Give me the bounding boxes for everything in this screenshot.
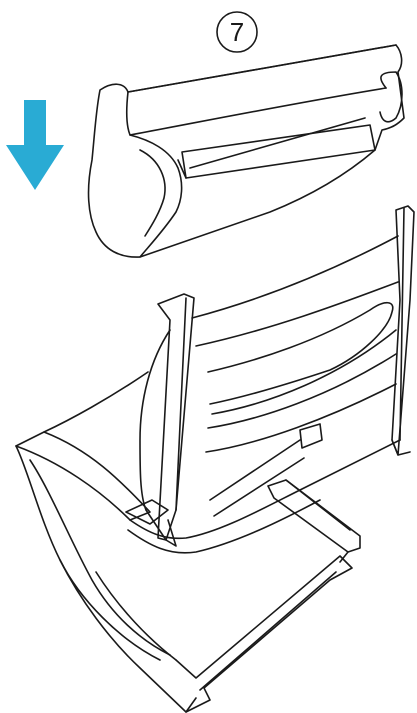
cushion-left-flap [130, 135, 182, 257]
base-back-runner-line [286, 480, 350, 530]
step-badge: 7 [217, 12, 257, 52]
cushion-outline [89, 45, 404, 257]
back-band-1 [192, 236, 398, 318]
seat-top-edge [44, 372, 148, 432]
base-back-runner [268, 480, 360, 552]
base-front-runner [60, 556, 352, 712]
cushion-left-flap-inner [140, 150, 165, 236]
cushion-slot [182, 125, 375, 178]
seat-front-inner [30, 460, 170, 655]
cushion-top-edge [128, 45, 396, 92]
headrest-cushion [89, 45, 404, 257]
cushion-slot-line [190, 118, 365, 168]
bracket-right [300, 424, 322, 448]
step-number: 7 [230, 17, 244, 47]
armchair-frame [16, 206, 414, 712]
seat-side-band-1 [130, 440, 400, 538]
seat-front-edge [16, 446, 160, 660]
base-front-runner-line [200, 572, 336, 690]
back-band-2 [196, 282, 398, 346]
arrow-down-icon [6, 100, 64, 190]
base-runner-curve [96, 572, 176, 660]
seat-front-top [16, 432, 150, 520]
cushion-left-curve [140, 330, 170, 510]
